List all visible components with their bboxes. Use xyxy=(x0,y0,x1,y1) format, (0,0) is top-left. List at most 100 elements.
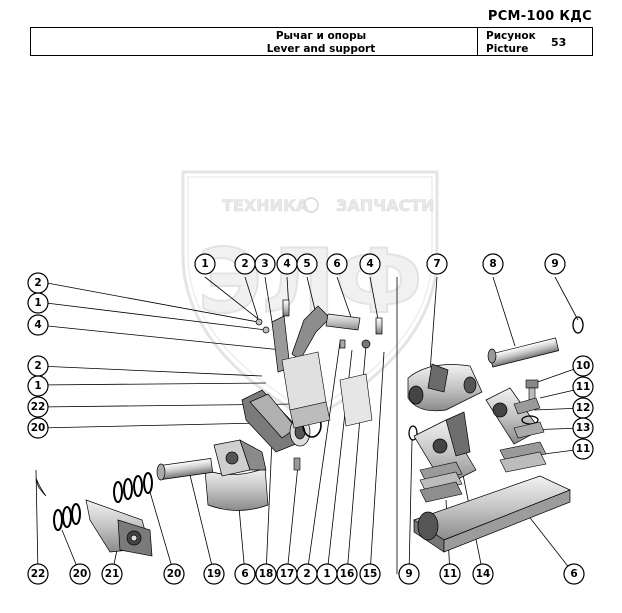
svg-text:18: 18 xyxy=(259,568,274,580)
svg-text:7: 7 xyxy=(433,258,440,270)
pin-8 xyxy=(487,337,560,368)
svg-text:22: 22 xyxy=(31,401,46,413)
svg-text:11: 11 xyxy=(443,568,458,580)
svg-text:6: 6 xyxy=(241,568,248,580)
base-beam-6 xyxy=(413,475,571,553)
callout-right-4: 13 xyxy=(572,417,594,439)
plates-11 xyxy=(419,397,547,503)
svg-text:11: 11 xyxy=(576,443,591,455)
pin-part xyxy=(282,299,290,317)
svg-text:2: 2 xyxy=(241,258,248,270)
bushing-part xyxy=(293,457,301,471)
callout-left-4: 2 xyxy=(27,355,49,377)
lever-plate-part xyxy=(325,313,361,331)
svg-text:17: 17 xyxy=(280,568,295,580)
callout-left-7: 20 xyxy=(27,417,49,439)
callout-bottom-14: 11 xyxy=(439,563,461,585)
svg-text:16: 16 xyxy=(340,568,355,580)
svg-text:2: 2 xyxy=(34,360,41,372)
svg-text:4: 4 xyxy=(366,258,373,270)
callout-left-6: 22 xyxy=(27,396,49,418)
lever-21 xyxy=(85,499,153,557)
plate-stack-center xyxy=(281,351,373,429)
svg-text:4: 4 xyxy=(283,258,290,270)
svg-text:8: 8 xyxy=(489,258,496,270)
washer-part xyxy=(255,318,263,326)
svg-text:12: 12 xyxy=(576,402,591,414)
svg-text:21: 21 xyxy=(105,568,120,580)
svg-text:20: 20 xyxy=(31,422,46,434)
bolt-part xyxy=(361,339,371,349)
figure-number: 53 xyxy=(551,36,567,49)
callout-top-10: 9 xyxy=(544,253,566,275)
rings-20 xyxy=(53,472,153,531)
parts xyxy=(35,299,584,557)
svg-text:10: 10 xyxy=(576,360,591,372)
svg-text:5: 5 xyxy=(303,258,310,270)
callout-bottom-1: 22 xyxy=(27,563,49,585)
svg-text:2: 2 xyxy=(34,277,41,289)
callout-bottom-4: 20 xyxy=(163,563,185,585)
svg-text:20: 20 xyxy=(73,568,88,580)
svg-text:20: 20 xyxy=(167,568,182,580)
callout-bottom-3: 21 xyxy=(101,563,123,585)
callout-top-9: 8 xyxy=(482,253,504,275)
callout-right-1: 10 xyxy=(572,355,594,377)
pin-part-2 xyxy=(375,317,383,335)
left-bracket xyxy=(204,439,269,511)
callout-top-1: 1 xyxy=(194,253,216,275)
callout-left-1: 2 xyxy=(27,272,49,294)
svg-text:11: 11 xyxy=(576,381,591,393)
callout-bottom-8: 17 xyxy=(276,563,298,585)
figure-label-russian: Рисунок xyxy=(486,30,536,42)
callouts-left: 2 1 4 2 1 22 20 xyxy=(27,272,49,439)
document-code: РСМ-100 КДС xyxy=(487,9,592,24)
callouts-bottom: 22 20 21 20 19 6 18 17 2 1 16 15 9 11 14… xyxy=(27,563,585,585)
svg-text:4: 4 xyxy=(34,319,41,331)
svg-text:6: 6 xyxy=(570,568,577,580)
svg-text:13: 13 xyxy=(576,422,591,434)
callout-bottom-13: 9 xyxy=(398,563,420,585)
support-7 xyxy=(407,363,483,412)
callout-right-3: 12 xyxy=(572,397,594,419)
callouts-right: 10 11 12 13 11 xyxy=(572,355,594,460)
svg-text:9: 9 xyxy=(551,258,558,270)
watermark-text-left: ТЕХНИКА xyxy=(222,196,309,215)
svg-text:3: 3 xyxy=(261,258,268,270)
callout-top-8: 7 xyxy=(426,253,448,275)
watermark-text-right: ЗАПЧАСТИ xyxy=(336,196,435,215)
callout-bottom-6: 6 xyxy=(234,563,256,585)
callout-top-2: 2 xyxy=(234,253,256,275)
title-divider xyxy=(477,28,479,55)
callout-top-6: 6 xyxy=(326,253,348,275)
callout-bottom-11: 16 xyxy=(336,563,358,585)
washer-part-2 xyxy=(262,326,270,334)
title-block: Рычаг и опоры Lever and support Рисунок … xyxy=(30,27,593,56)
callout-bottom-10: 1 xyxy=(316,563,338,585)
svg-text:19: 19 xyxy=(207,568,222,580)
figure-label-english: Picture xyxy=(486,43,529,55)
title-russian: Рычаг и опоры xyxy=(275,30,367,42)
callout-left-5: 1 xyxy=(27,375,49,397)
svg-text:1: 1 xyxy=(34,297,41,309)
callout-bottom-2: 20 xyxy=(69,563,91,585)
callout-right-2: 11 xyxy=(572,376,594,398)
svg-text:9: 9 xyxy=(405,568,412,580)
bolt-10 xyxy=(525,379,539,401)
callout-right-5: 11 xyxy=(572,438,594,460)
callout-top-5: 5 xyxy=(296,253,318,275)
spring-pin-part xyxy=(35,477,47,497)
snap-ring-part-2 xyxy=(408,425,418,441)
watermark-gear-icon xyxy=(303,197,319,213)
svg-text:1: 1 xyxy=(34,380,41,392)
callout-bottom-16: 6 xyxy=(563,563,585,585)
svg-text:14: 14 xyxy=(476,568,491,580)
callouts-top: 1 2 3 4 5 6 4 7 8 9 xyxy=(194,253,566,275)
svg-text:2: 2 xyxy=(303,568,310,580)
svg-text:1: 1 xyxy=(201,258,208,270)
svg-text:1: 1 xyxy=(323,568,330,580)
ring-part xyxy=(339,339,346,349)
callout-left-2: 1 xyxy=(27,292,49,314)
svg-text:15: 15 xyxy=(363,568,378,580)
